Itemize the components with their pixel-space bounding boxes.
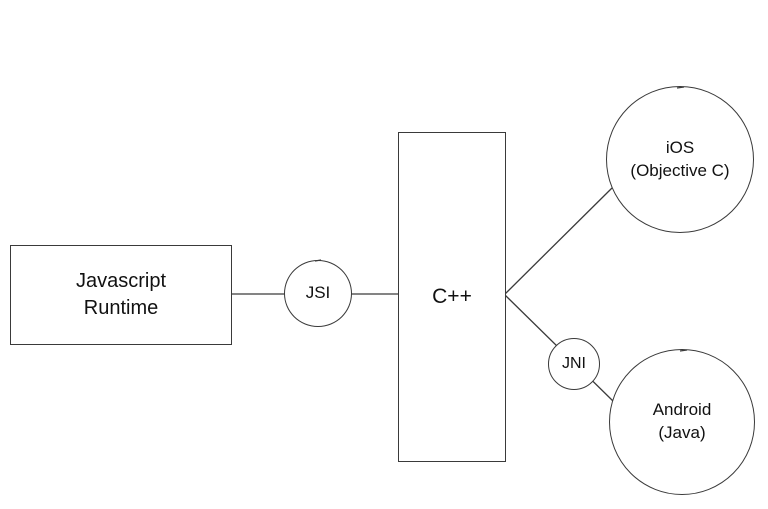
jni-label: JNI bbox=[562, 355, 586, 373]
ios-label: iOS (Objective C) bbox=[630, 137, 730, 180]
javascript-runtime-label: Javascript Runtime bbox=[75, 270, 167, 319]
node-javascript-runtime: Javascript Runtime bbox=[10, 245, 232, 345]
node-jsi: JSI bbox=[284, 260, 352, 327]
edge-cpp-to-ios bbox=[504, 187, 613, 295]
node-jni: JNI bbox=[548, 338, 600, 390]
cpp-label: C++ bbox=[432, 284, 472, 308]
node-android: Android (Java) bbox=[609, 349, 755, 495]
android-label: Android (Java) bbox=[652, 400, 712, 442]
node-cpp: C++ bbox=[398, 132, 506, 462]
jsi-label: JSI bbox=[305, 283, 331, 303]
node-ios: iOS (Objective C) bbox=[606, 86, 754, 233]
